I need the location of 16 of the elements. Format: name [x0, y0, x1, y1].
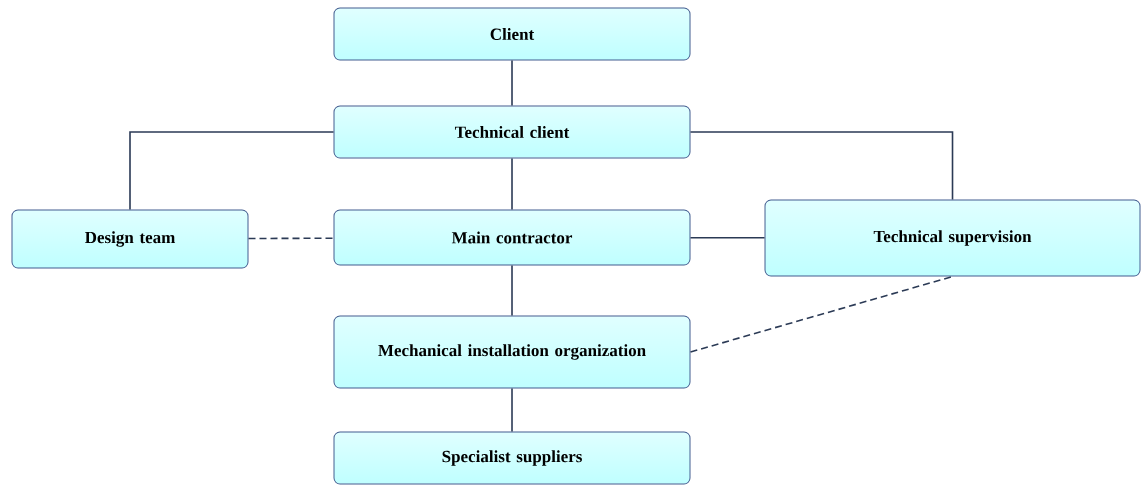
connector [129, 131, 335, 211]
connector [511, 59, 513, 107]
box: Client [333, 7, 691, 61]
connector [511, 157, 513, 211]
connector [247, 237, 335, 240]
box: Mechanical installation organization [333, 315, 691, 389]
box: Specialist suppliers [333, 431, 691, 485]
connector [511, 387, 513, 433]
box: Technical supervision [764, 199, 1141, 277]
box: Main contractor [333, 209, 691, 266]
connector [689, 131, 954, 201]
connector [689, 275, 954, 353]
box: Design team [11, 209, 249, 269]
connector [511, 264, 513, 317]
box: Technical client [333, 105, 691, 159]
connector [689, 236, 766, 239]
